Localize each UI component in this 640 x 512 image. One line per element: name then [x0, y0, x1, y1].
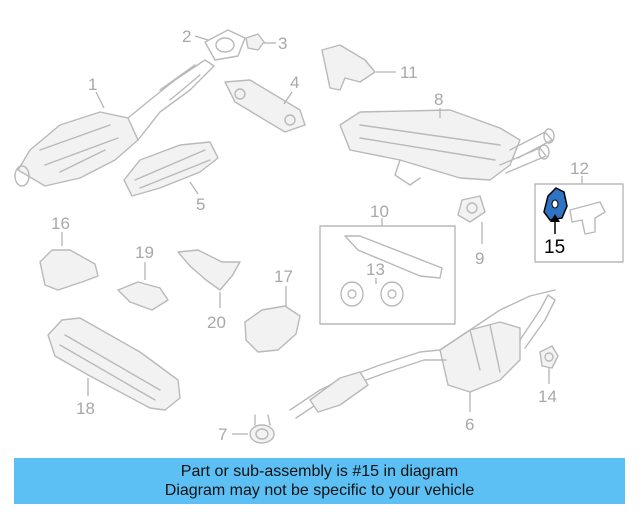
- part-12-box: [534, 183, 624, 263]
- part-16-heat-shield: [39, 249, 99, 291]
- banner-line-1: Part or sub-assembly is #15 in diagram: [180, 463, 459, 480]
- part-7-clamp: [249, 414, 275, 444]
- part-15-highlighted[interactable]: [543, 187, 568, 221]
- part-18-heat-shield: [47, 317, 181, 411]
- part-20-bracket: [177, 249, 241, 291]
- part-4-bracket: [224, 79, 306, 133]
- part-5-heat-shield: [123, 141, 219, 197]
- part-17-heat-shield: [244, 305, 301, 353]
- callout-13: 13: [366, 260, 385, 279]
- callout-3: 3: [278, 34, 287, 53]
- part-1-catalytic-converter: [14, 59, 215, 187]
- part-8-muffler: [339, 109, 555, 186]
- part-14-hanger: [539, 345, 559, 369]
- callout-7: 7: [218, 425, 227, 444]
- part-3-nut: [245, 33, 265, 51]
- callout-8: 8: [434, 90, 443, 109]
- callout-15[interactable]: 15: [544, 237, 565, 258]
- part-19-bracket: [117, 281, 169, 311]
- part-6-rear-muffler: [439, 294, 556, 393]
- callout-20: 20: [207, 313, 226, 332]
- callout-10: 10: [370, 202, 389, 221]
- part-9-hanger: [457, 195, 486, 223]
- intermediate-pipe: [289, 289, 556, 419]
- callout-12: 12: [570, 159, 589, 178]
- callout-11: 11: [400, 63, 418, 82]
- callout-1: 1: [88, 75, 97, 94]
- callout-6: 6: [465, 415, 474, 434]
- info-banner: Part or sub-assembly is #15 in diagram D…: [14, 458, 625, 504]
- part-11-bracket: [321, 44, 376, 91]
- callout-17: 17: [274, 267, 293, 286]
- callout-14: 14: [538, 387, 557, 406]
- banner-line-2: Diagram may not be specific to your vehi…: [164, 482, 475, 499]
- part-10-box: [319, 225, 456, 325]
- callout-18: 18: [76, 399, 95, 418]
- callout-19: 19: [135, 243, 154, 262]
- callout-9: 9: [475, 249, 484, 268]
- part-2-gasket: [204, 29, 246, 61]
- callout-5: 5: [196, 195, 205, 214]
- callout-2: 2: [182, 27, 191, 46]
- callout-16: 16: [51, 214, 70, 233]
- callout-4: 4: [290, 73, 299, 92]
